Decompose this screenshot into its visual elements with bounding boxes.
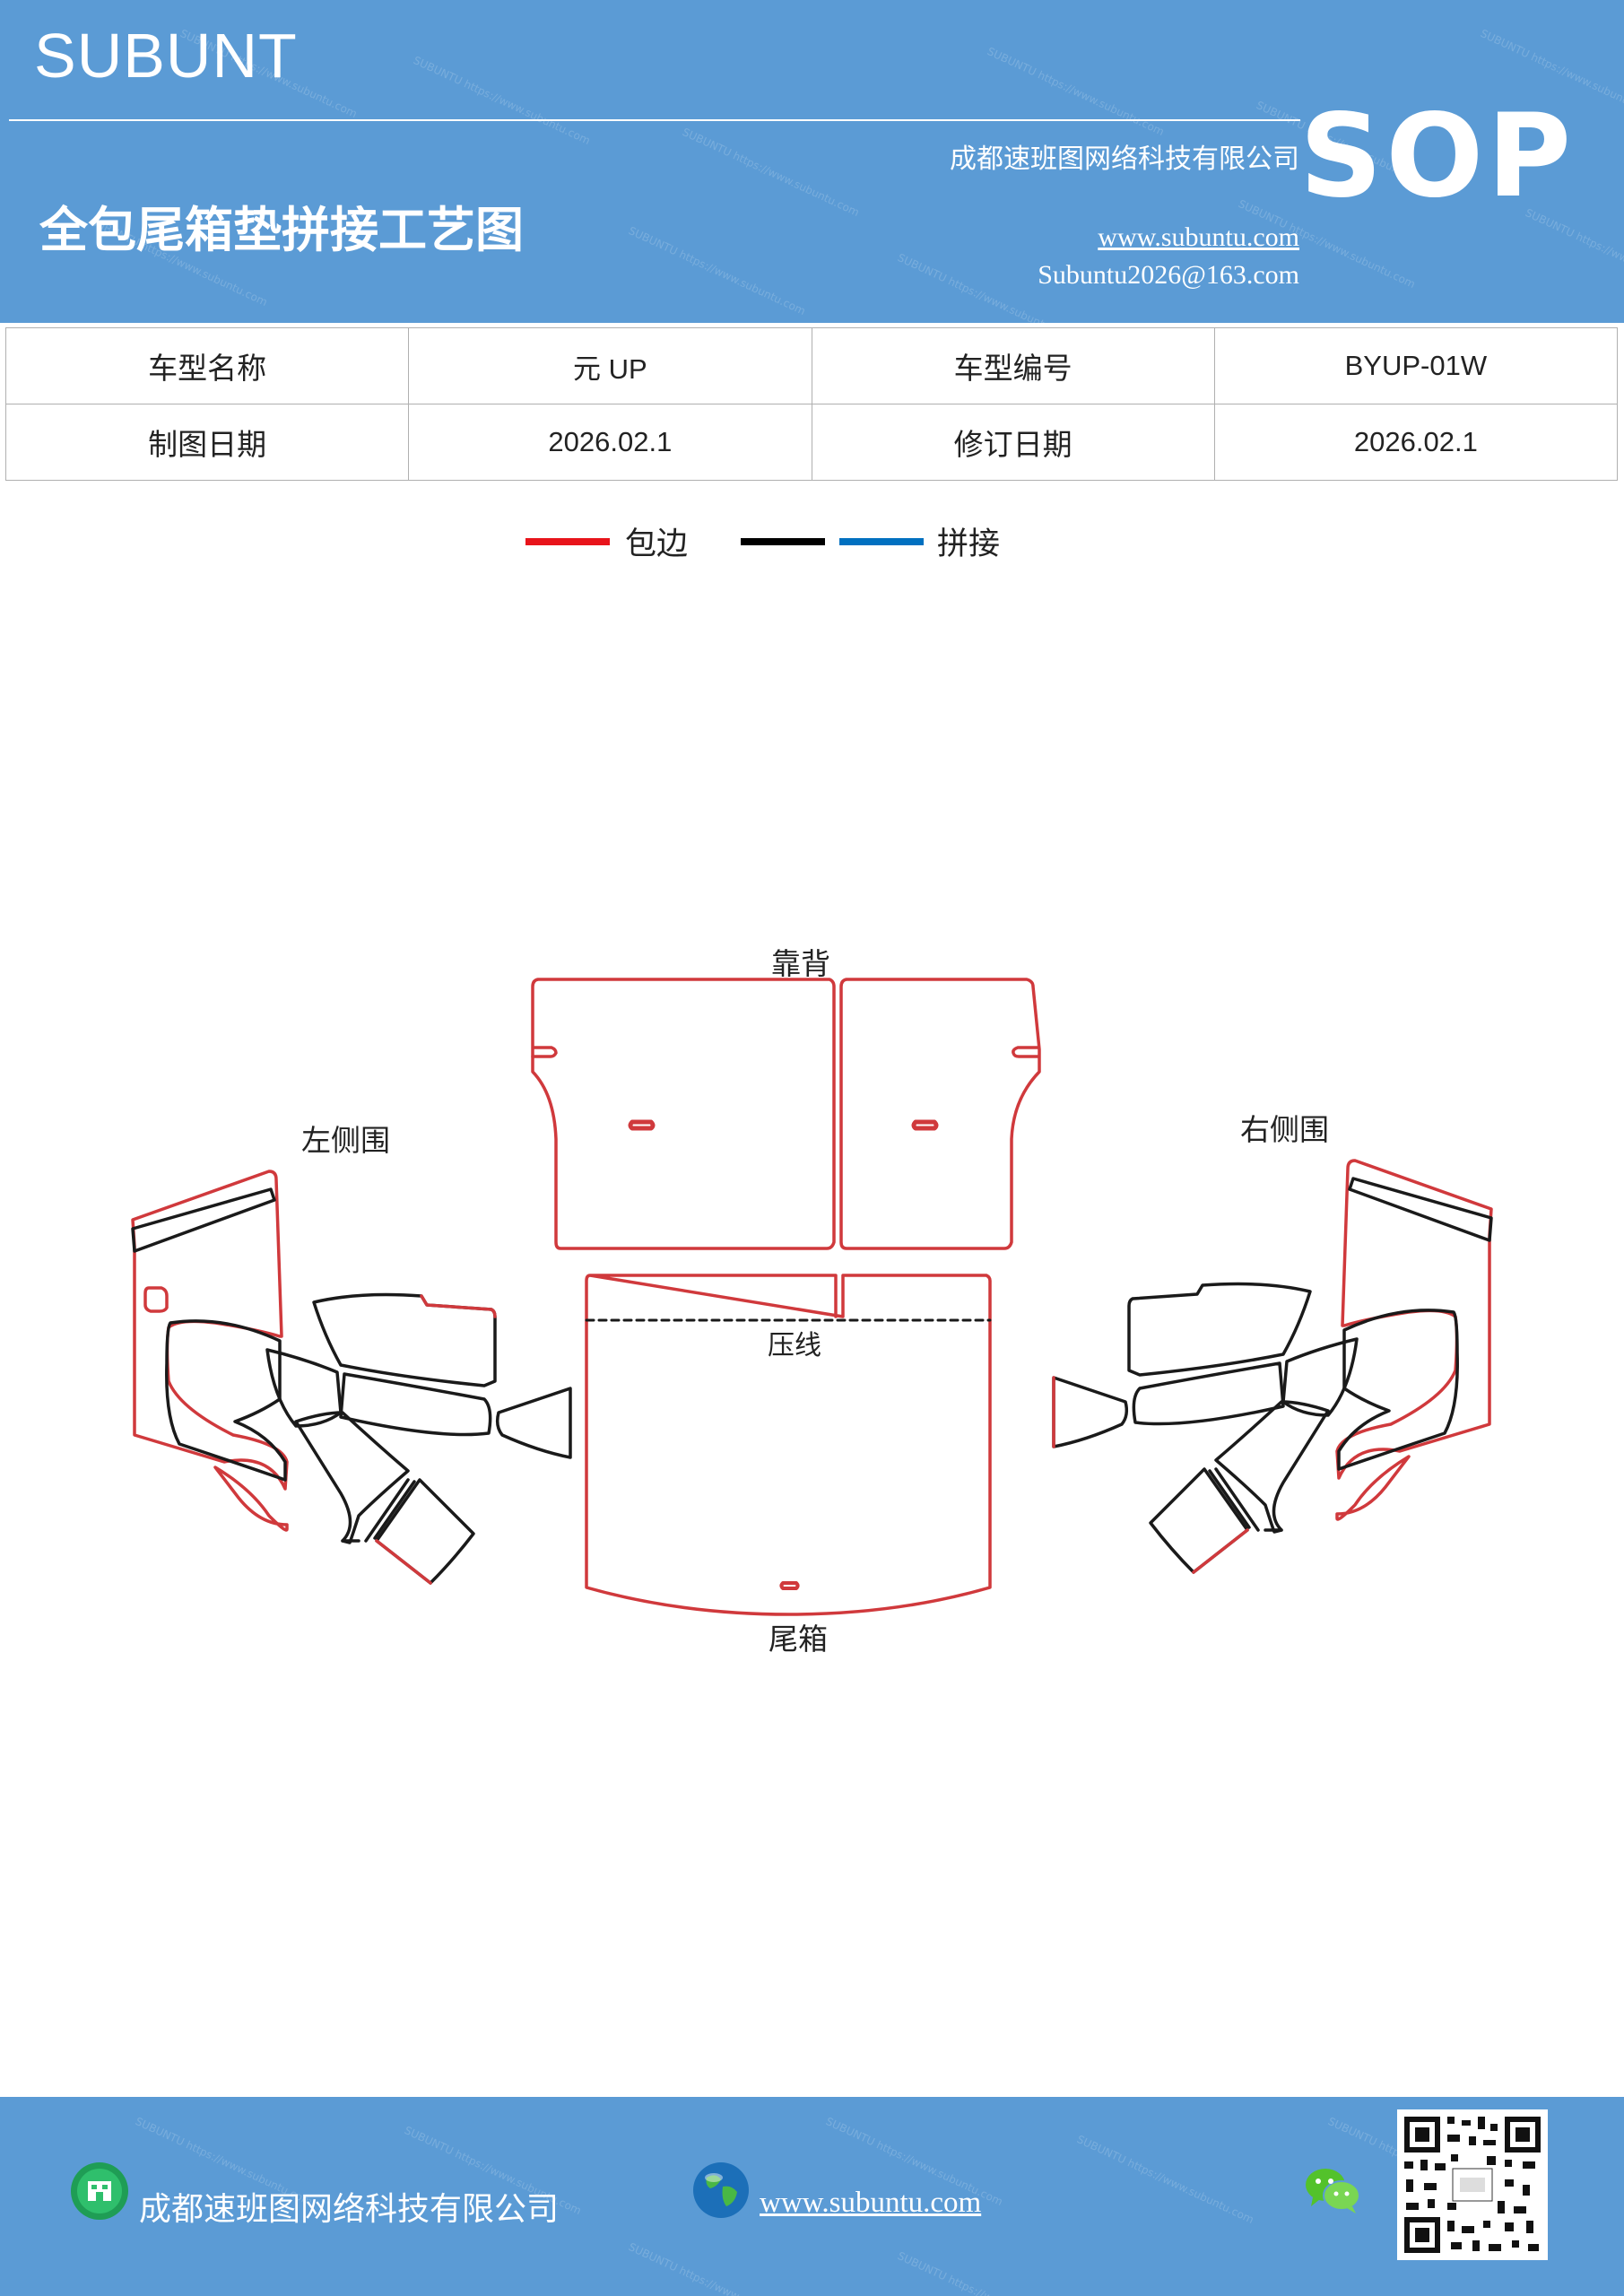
left-arch-piece-e <box>294 1411 410 1544</box>
left-side-outer-panel <box>131 1170 289 1491</box>
trunk-label: 尾箱 <box>769 1622 828 1657</box>
draw-date-value: 2026.02.1 <box>408 404 812 481</box>
model-code-label: 车型编号 <box>811 327 1215 404</box>
right-arch-piece-b <box>1281 1337 1359 1417</box>
doc-type-badge: SOP <box>1299 90 1575 223</box>
left-side-lower-flap <box>213 1465 289 1532</box>
backrest-right-slot <box>1012 1046 1040 1058</box>
header-website-link[interactable]: www.subuntu.com <box>1098 222 1299 252</box>
left-side-inner-panel <box>165 1319 287 1482</box>
svg-text:SUBUNTU https://www.subuntu.co: SUBUNTU https://www.subuntu.com <box>681 126 862 219</box>
backrest-left-hole <box>628 1119 656 1131</box>
left-arch-piece-d <box>495 1387 572 1459</box>
footer-website-link[interactable]: www.subuntu.com <box>760 2187 982 2219</box>
revision-date-value: 2026.02.1 <box>1213 404 1619 481</box>
right-side-label: 右侧围 <box>1240 1112 1329 1147</box>
cutting-pattern-drawing <box>131 978 1493 1616</box>
right-arch-piece-f-edge <box>1192 1528 1249 1574</box>
svg-text:SUBUNTU https://www.subuntu.co: SUBUNTU https://www.subuntu.com <box>627 224 808 317</box>
legend-black-swatch <box>741 538 825 545</box>
backrest-right-panel <box>839 978 1041 1250</box>
header-email[interactable]: Subuntu2026@163.com <box>1038 260 1299 290</box>
svg-text:SUBUNTU https://www.subuntu.co: SUBUNTU https://www.subuntu.com <box>986 45 1167 138</box>
header-company-name: 成都速班图网络科技有限公司 <box>950 144 1299 175</box>
model-name-value: 元 UP <box>408 327 812 404</box>
table-row: 制图日期 2026.02.1 修订日期 2026.02.1 <box>4 404 1619 481</box>
qr-code-icon[interactable] <box>1397 2109 1548 2260</box>
legend-edging-label: 包边 <box>625 526 689 562</box>
legend-splice-label: 拼接 <box>937 526 1001 562</box>
svg-text:SUBUNTU https://www.subuntu.co: SUBUNTU https://www.subuntu.com <box>412 54 593 147</box>
right-arch-piece-d <box>1052 1376 1129 1448</box>
left-arch-piece-a-edge <box>420 1294 497 1318</box>
left-arch-piece-f <box>375 1478 475 1585</box>
footer-banner: SUBUNTU https://www.subuntu.com SUBUNTU … <box>0 2097 1624 2296</box>
draw-date-label: 制图日期 <box>4 404 410 481</box>
right-side-group <box>1052 1159 1493 1574</box>
svg-text:SUBUNTU https://www.subuntu.co: SUBUNTU https://www.subuntu.com <box>896 2249 1077 2296</box>
brand-logo-text: SUBUNT <box>34 21 298 91</box>
left-arch-piece-g <box>341 1478 416 1543</box>
left-side-small-slot <box>143 1286 169 1313</box>
right-side-outer-panel <box>1335 1159 1493 1480</box>
wechat-icon <box>1306 2169 1360 2213</box>
line-legend: 包边 拼接 <box>0 518 1624 581</box>
legend-red-swatch <box>525 538 610 545</box>
header-divider <box>9 119 1300 121</box>
revision-date-label: 修订日期 <box>811 404 1215 481</box>
vehicle-info-table: 车型名称 元 UP 车型编号 BYUP-01W 制图日期 2026.02.1 修… <box>4 327 1619 481</box>
right-arch-piece-g <box>1208 1467 1283 1532</box>
left-arch-piece-a <box>312 1292 497 1387</box>
left-side-label: 左侧围 <box>301 1123 390 1158</box>
right-arch-piece-c <box>1132 1361 1285 1426</box>
left-arch-piece-b <box>265 1348 343 1428</box>
model-name-label: 车型名称 <box>4 327 410 404</box>
page-title: 全包尾箱垫拼接工艺图 <box>39 202 524 258</box>
trunk-floor-panel <box>585 1274 992 1616</box>
trunk-floor-hole <box>779 1581 800 1590</box>
backrest-left-panel <box>531 978 836 1250</box>
globe-icon <box>693 2162 749 2218</box>
right-side-lower-flap <box>1335 1455 1411 1521</box>
building-icon <box>71 2162 128 2220</box>
footer-company-name: 成都速班图网络科技有限公司 <box>139 2191 560 2228</box>
left-side-strip <box>131 1187 276 1253</box>
left-arch-piece-f-edge <box>375 1539 432 1585</box>
backrest-left-slot <box>531 1046 558 1058</box>
right-arch-piece-f <box>1149 1467 1249 1574</box>
backrest-right-hole <box>911 1119 939 1131</box>
press-line-label: 压线 <box>768 1330 821 1361</box>
legend-blue-swatch <box>839 538 924 545</box>
right-side-inner-panel <box>1337 1309 1459 1471</box>
svg-text:SUBUNTU https://www.subuntu.co: SUBUNTU https://www.subuntu.com <box>627 2240 808 2296</box>
right-arch-piece-e <box>1214 1400 1330 1534</box>
right-side-strip <box>1348 1177 1493 1242</box>
right-arch-piece-a <box>1127 1282 1312 1377</box>
model-code-value: BYUP-01W <box>1213 327 1619 404</box>
table-row: 车型名称 元 UP 车型编号 BYUP-01W <box>4 327 1619 404</box>
svg-text:SUBUNTU https://www.subuntu.co: SUBUNTU https://www.subuntu.com <box>1075 2133 1256 2226</box>
backrest-label: 靠背 <box>771 946 830 981</box>
left-arch-piece-c <box>339 1372 492 1437</box>
header-banner: SUBUNTU https://www.subuntu.com SUBUNTU … <box>0 0 1624 323</box>
